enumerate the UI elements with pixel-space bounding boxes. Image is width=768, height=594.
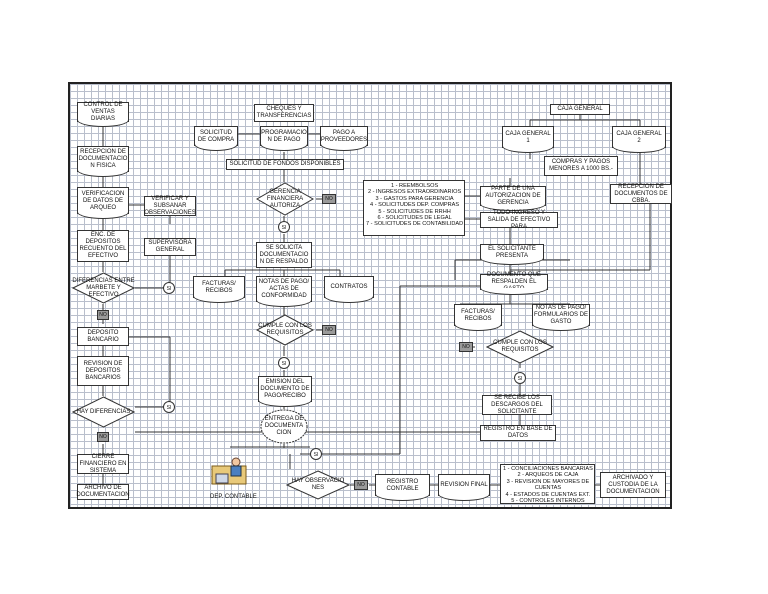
caja-general-2-node: CAJA GENERAL 2	[612, 126, 666, 153]
hay-diferencias-label: HAY DIFERENCIAS	[76, 408, 131, 415]
solicitud-item: 1 - REEMBOLSOS	[390, 183, 439, 189]
el-solicitante-node: EL SOLICITANTE PRESENTA	[480, 244, 544, 265]
solicitud-item: 6 - SOLICITUDES DE LEGAL	[377, 215, 452, 222]
conciliaciones-list: 1 - CONCILIACIONES BANCARIAS 2 - ARQUEOS…	[503, 466, 593, 504]
facturas-recibos-node-1: FACTURAS/ RECIBOS	[193, 276, 245, 303]
dep-contable-label: DEP. CONTABLE	[210, 494, 257, 500]
revision-final-node: REVISION FINAL	[438, 474, 490, 501]
hay-observaciones-label: HAY OBSERVACIO NES	[291, 478, 345, 491]
verificar-subsanar-node: VERIFICAR Y SUBSANAR OBSERVACIONES	[144, 195, 196, 216]
conciliacion-item: CUENTAS	[534, 485, 562, 492]
enc-depositos-node: ENC. DE DEPOSITOS RECUENTO DEL EFECTIVO	[77, 230, 129, 262]
revision-depositos-node: REVISION DE DEPOSITOS BANCARIOS	[77, 356, 129, 386]
cumple-requisitos-label-1: CUMPLE CON LOS REQUISITOS	[258, 323, 312, 336]
verificacion-datos-node: VERIFICACION DE DATOS DE ARQUEO	[77, 187, 129, 219]
solicitud-item: 7 - SOLICITUDES DE CONTABILIDAD	[366, 221, 464, 228]
documento-respaldo-node: DOCUMENTO QUE RESPALDEN EL GASTO	[480, 272, 548, 295]
solicitudes-list-box: 1 - REEMBOLSOS 2 - INGRESOS EXTRAORDINAR…	[363, 180, 465, 236]
solicitud-fondos-node: SOLICITUD DE FONDOS DISPONIBLES	[226, 159, 344, 170]
accountant-icon	[211, 457, 247, 485]
diferencias-decision: DIFERENCIAS ENTRE MARBETE Y EFECTIVO	[72, 272, 135, 304]
programacion-pago-node: PROGRAMACIO N DE PAGO	[260, 126, 308, 151]
no-box-5: NO	[354, 480, 368, 490]
si-connector-3: SI	[278, 221, 290, 233]
solicitud-item: 4 - SOLICITUDES DEP. COMPRAS	[370, 202, 460, 209]
compras-pagos-node: COMPRAS Y PAGOS MENORES A 1000 BS.-	[544, 156, 618, 176]
todo-ingreso-node: TODO INGRESO Y SALIDA DE EFECTIVO PARA	[480, 210, 558, 230]
flowchart-sheet: CONTROL DE VENTAS DIARIAS RECEPCION DE D…	[68, 82, 672, 509]
deposito-bancario-node: DEPOSITO BANCARIO	[77, 327, 129, 346]
si-connector-4: SI	[278, 357, 290, 369]
cheques-node: CHEQUES Y TRANSFERENCIAS	[254, 104, 314, 122]
solicitudes-list: 1 - REEMBOLSOS 2 - INGRESOS EXTRAORDINAR…	[366, 183, 463, 228]
solicitud-item: 2 - INGRESOS EXTRAORDINARIOS	[367, 189, 462, 196]
solicitud-item: 3 - GASTOS PARA GERENCIA	[375, 195, 454, 202]
recepcion-documentacion-node: RECEPCION DE DOCUMENTACIO N FISICA	[77, 146, 129, 177]
solicitud-item: 5 - SOLICITUDES DE RRHH	[378, 208, 451, 215]
conciliacion-item: 1 - CONCILIACIONES BANCARIAS	[503, 466, 593, 472]
notas-pago-node: NOTAS DE PAGO/ ACTAS DE CONFORMIDAD	[256, 276, 312, 307]
gerencia-financiera-decision: GERENCIA FINANCIERA AUTORIZA	[256, 182, 314, 216]
archivo-documentacion-node: ARCHIVO DE DOCUMENTACION	[76, 484, 130, 500]
contratos-node: CONTRATOS	[324, 276, 374, 303]
conciliaciones-list-box: 1 - CONCILIACIONES BANCARIAS 2 - ARQUEOS…	[500, 464, 595, 504]
no-box-2: NO	[97, 432, 109, 442]
registro-contable-node: REGISTRO CONTABLE	[375, 474, 430, 501]
cumple-requisitos-decision-1: CUMPLE CON LOS REQUISITOS	[256, 314, 314, 346]
conciliacion-item: 3 - REVISION DE MAYORES DE	[506, 478, 590, 485]
entrega-documentacion-connector: ENTREGA DE DOCUMENTA CION	[260, 409, 308, 444]
caja-general-1-node: CAJA GENERAL 1	[502, 126, 554, 153]
no-box-4: NO	[322, 325, 336, 335]
cierre-financiero-node: CIERRE FINANCIERO EN SISTEMA	[77, 454, 129, 474]
se-recibe-node: SE RECIBE LOS DESCARGOS DEL SOLICITANTE	[482, 395, 552, 415]
cumple-requisitos-label-2: CUMPLE CON LOS REQUISITOS	[493, 340, 547, 353]
conciliacion-item: 2 - ARQUEOS DE CAJA	[517, 472, 579, 479]
diferencias-label: DIFERENCIAS ENTRE MARBETE Y EFECTIVO	[72, 277, 135, 298]
emision-documento-node: EMISION DEL DOCUMENTO DE PAGO/RECIBO	[258, 376, 312, 407]
notas-pago-node-2: NOTAS DE PAGO/ FORMULARIOS DE GASTO	[532, 304, 590, 331]
cumple-requisitos-decision-2: CUMPLE CON LOS REQUISITOS	[486, 330, 554, 364]
no-box-1: NO	[97, 310, 109, 320]
no-box-3: NO	[322, 194, 336, 204]
conciliacion-item: 4 - ESTADOS DE CUENTAS EXT.	[505, 491, 591, 498]
registro-base-datos-node: REGISTRO EN BASE DE DATOS	[480, 425, 556, 441]
gerencia-financiera-label: GERENCIA FINANCIERA AUTORIZA	[266, 188, 304, 209]
caja-general-node: CAJA GENERAL	[550, 104, 610, 115]
si-connector-5: SI	[310, 448, 322, 460]
control-ventas-node: CONTROL DE VENTAS DIARIAS	[77, 102, 129, 127]
hay-observaciones-decision: HAY OBSERVACIO NES	[286, 470, 350, 500]
conciliacion-item: 5 - CONTROLES INTERNOS	[511, 498, 585, 505]
si-connector-2: SI	[163, 401, 175, 413]
entrega-documentacion-label: ENTREGA DE DOCUMENTA CION	[264, 416, 304, 436]
si-connector-1: SI	[163, 282, 175, 294]
supervisora-node: SUPERVISORA GENERAL	[144, 238, 196, 256]
parte-autorizacion-node: PARTE DE UNA AUTORIZACION DE GERENCIA	[480, 186, 546, 211]
archivado-custodia-node: ARCHIVADO Y CUSTODIA DE LA DOCUMENTACION	[600, 472, 666, 498]
recepcion-cbba-node: RECEPCION DE DOCUMENTOS DE CBBA.	[610, 184, 672, 204]
pago-proveedores-node: PAGO A PROVEEDORES	[320, 126, 368, 151]
no-box-6: NO	[459, 342, 473, 352]
solicitud-compra-node: SOLICITUD DE COMPRA	[194, 126, 238, 151]
si-connector-6: SI	[514, 372, 526, 384]
se-solicita-node: SE SOLICITA DOCUMENTACIO N DE RESPALDO	[256, 242, 312, 268]
facturas-recibos-node-2: FACTURAS/ RECIBOS	[454, 304, 502, 331]
hay-diferencias-decision: HAY DIFERENCIAS	[72, 396, 135, 428]
